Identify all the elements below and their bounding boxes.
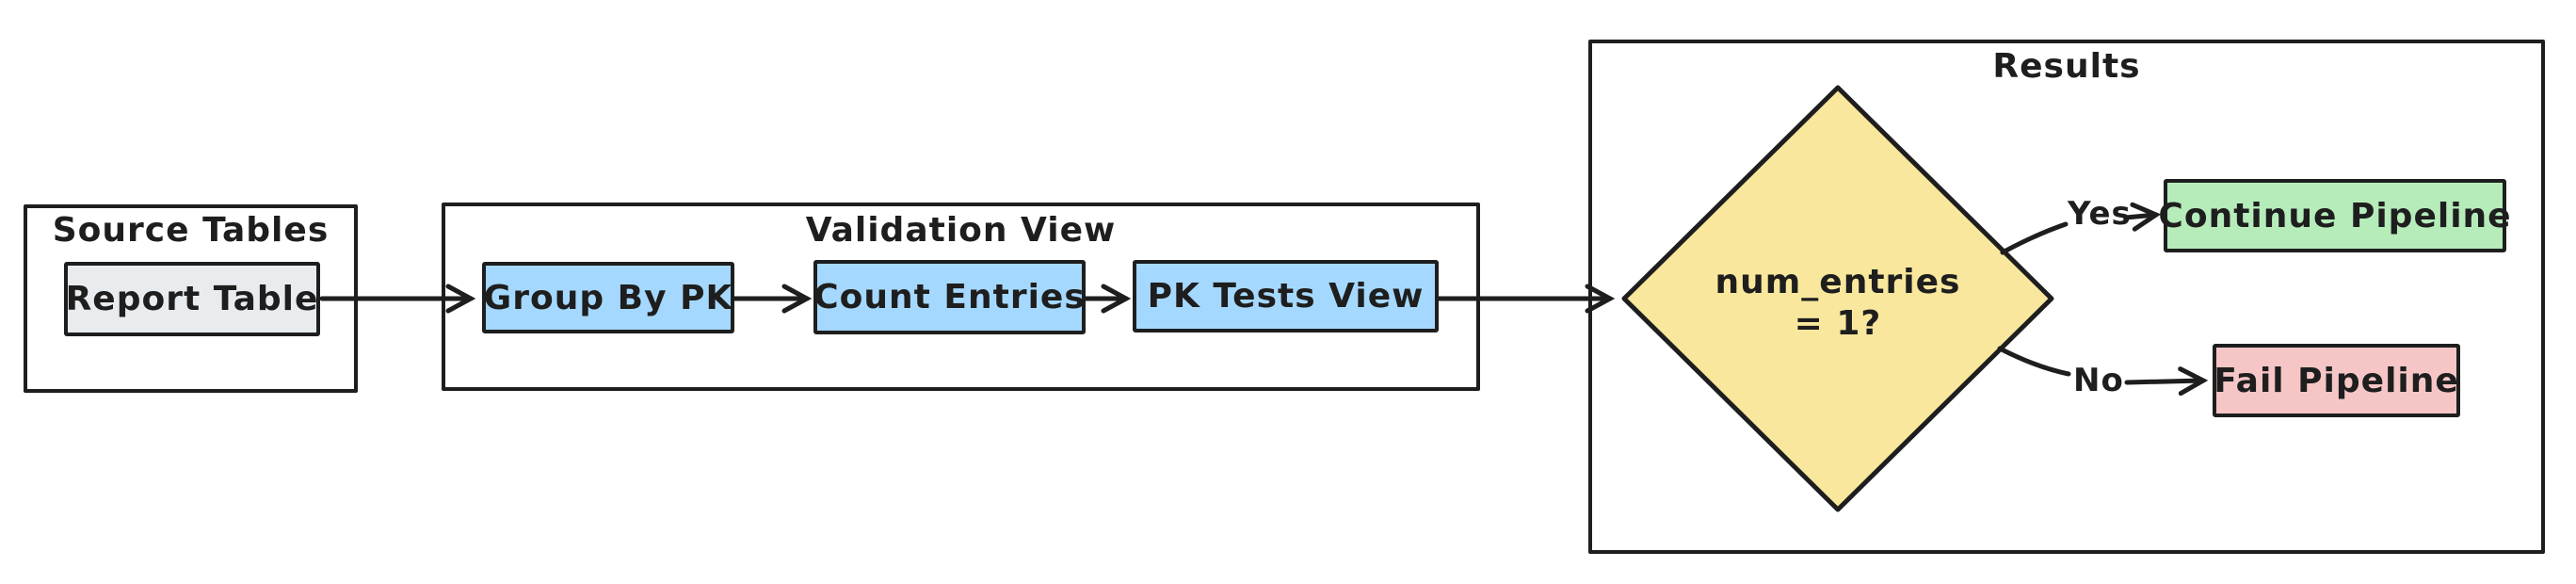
group-label-results: Results [1992,47,2141,86]
yes-edge-label: Yes [2068,195,2132,233]
no-leader-line [1997,346,2071,377]
node-continue-pipeline-label: Continue Pipeline [2158,196,2512,235]
node-group-by-pk-label: Group By PK [483,278,733,317]
node-count-entries-label: Count Entries [813,278,1086,316]
node-pk-tests-view: PK Tests View [1133,260,1439,333]
node-group-by-pk: Group By PK [482,262,734,333]
decision-label-line2: = 1? [1794,304,1882,343]
decision-label: num_entries = 1? [1697,262,1979,345]
node-pk-tests-view-label: PK Tests View [1147,277,1425,316]
node-count-entries: Count Entries [813,260,1086,334]
decision-label-line1: num_entries [1715,263,1961,301]
yes-leader-line [2000,221,2069,255]
node-fail-pipeline: Fail Pipeline [2213,344,2460,417]
decision-diamond [1621,85,2054,512]
no-arrow [2124,366,2209,397]
node-report-table: Report Table [64,262,320,336]
node-continue-pipeline: Continue Pipeline [2158,179,2511,252]
node-report-table-label: Report Table [65,280,319,318]
yes-arrow [2123,202,2162,232]
node-fail-pipeline-label: Fail Pipeline [2214,361,2459,400]
no-edge-label: No [2073,362,2124,399]
group-label-source-tables: Source Tables [52,211,330,250]
group-label-validation-view: Validation View [805,211,1117,250]
